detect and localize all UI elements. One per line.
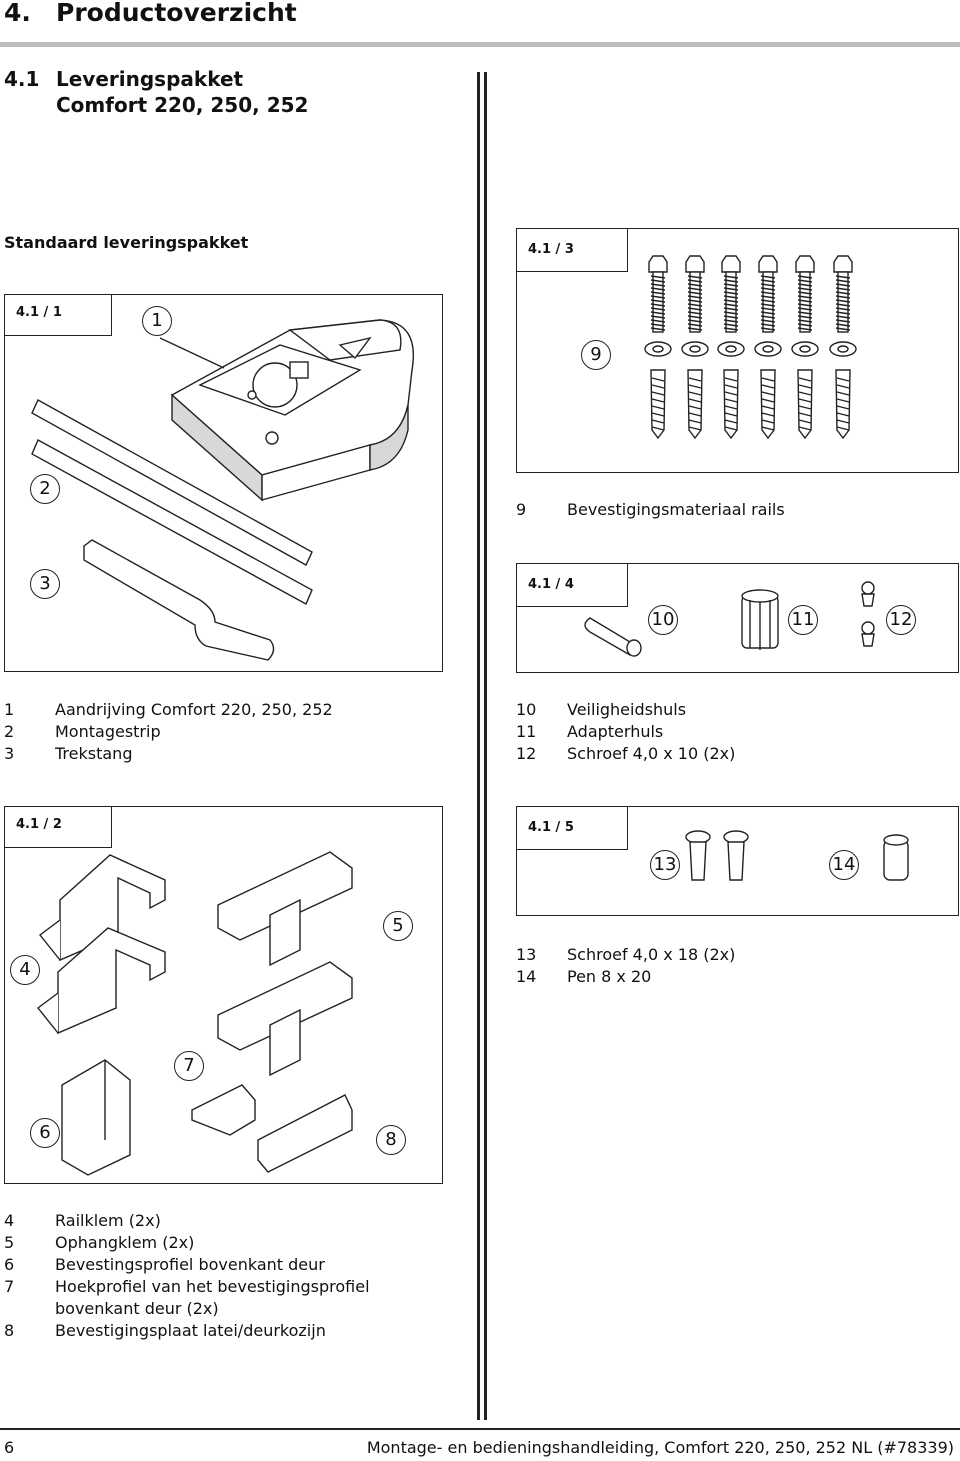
pin-drawing	[883, 834, 909, 881]
callout-9: 9	[581, 340, 611, 370]
column-divider-left	[477, 72, 480, 1420]
section-heading: 4. Productoverzicht	[4, 0, 297, 27]
screw-set-2	[681, 255, 709, 440]
callout-5: 5	[383, 911, 413, 941]
callout-6: 6	[30, 1118, 60, 1148]
section-number: 4.	[4, 0, 31, 27]
mounting-strip-1-drawing	[31, 399, 313, 566]
callout-2: 2	[30, 474, 60, 504]
subsection-title-line2: Comfort 220, 250, 252	[56, 93, 309, 117]
footer-rule	[0, 1428, 960, 1430]
screw-set-1	[644, 255, 672, 440]
rail-clamp-drawing	[37, 854, 166, 1035]
figure-tag-4-1-2: 4.1 / 2	[4, 806, 112, 848]
screw-4x18-drawing	[685, 830, 749, 881]
figure-4-1-1	[4, 294, 443, 672]
screw-set-3	[717, 255, 745, 440]
callout-1: 1	[142, 306, 172, 336]
subsection-title-line1: Leveringspakket	[56, 67, 244, 91]
adapter-sleeve-drawing	[741, 589, 779, 650]
callout-7: 7	[174, 1051, 204, 1081]
screw-set-4	[754, 255, 782, 440]
safety-sleeve-drawing	[584, 617, 642, 657]
figure-tag-4-1-3: 4.1 / 3	[516, 228, 628, 272]
figure-4-1-2	[4, 806, 443, 1184]
callout-13: 13	[650, 850, 680, 880]
page-number: 6	[4, 1438, 15, 1457]
drive-unit-drawing	[170, 319, 414, 502]
callout-11: 11	[788, 605, 818, 635]
figure-4-1-3	[516, 228, 959, 473]
callout-10: 10	[648, 605, 678, 635]
figure-4-1-4	[516, 563, 959, 673]
column-divider-right	[484, 72, 487, 1420]
callout-8: 8	[376, 1125, 406, 1155]
pull-rod-drawing	[83, 539, 275, 661]
screw-set-5	[791, 255, 819, 440]
legend-item: bovenkant deur (2x)	[55, 1299, 219, 1318]
screw-set-6	[829, 255, 857, 440]
hanging-clamp-drawing	[217, 851, 353, 1077]
header-rule	[0, 42, 960, 47]
figure-tag-4-1-1: 4.1 / 1	[4, 294, 112, 336]
figure-4-1-5	[516, 806, 959, 916]
document-title: Montage- en bedieningshandleiding, Comfo…	[366, 1438, 954, 1457]
callout-3: 3	[30, 569, 60, 599]
door-profile-drawing	[61, 1059, 131, 1176]
callout-12: 12	[886, 605, 916, 635]
subheading: Standaard leveringspakket	[4, 233, 249, 252]
callout-4: 4	[10, 955, 40, 985]
section-title: Productoverzicht	[56, 0, 297, 27]
subsection-number: 4.1	[4, 67, 40, 91]
screw-4x10-drawing	[861, 581, 875, 647]
callout-14: 14	[829, 850, 859, 880]
figure-tag-4-1-5: 4.1 / 5	[516, 806, 628, 850]
mounting-strip-2-drawing	[31, 439, 313, 605]
mounting-plate-drawing	[257, 1094, 353, 1173]
angle-profile-drawing	[191, 1084, 256, 1136]
figure-tag-4-1-4: 4.1 / 4	[516, 563, 628, 607]
